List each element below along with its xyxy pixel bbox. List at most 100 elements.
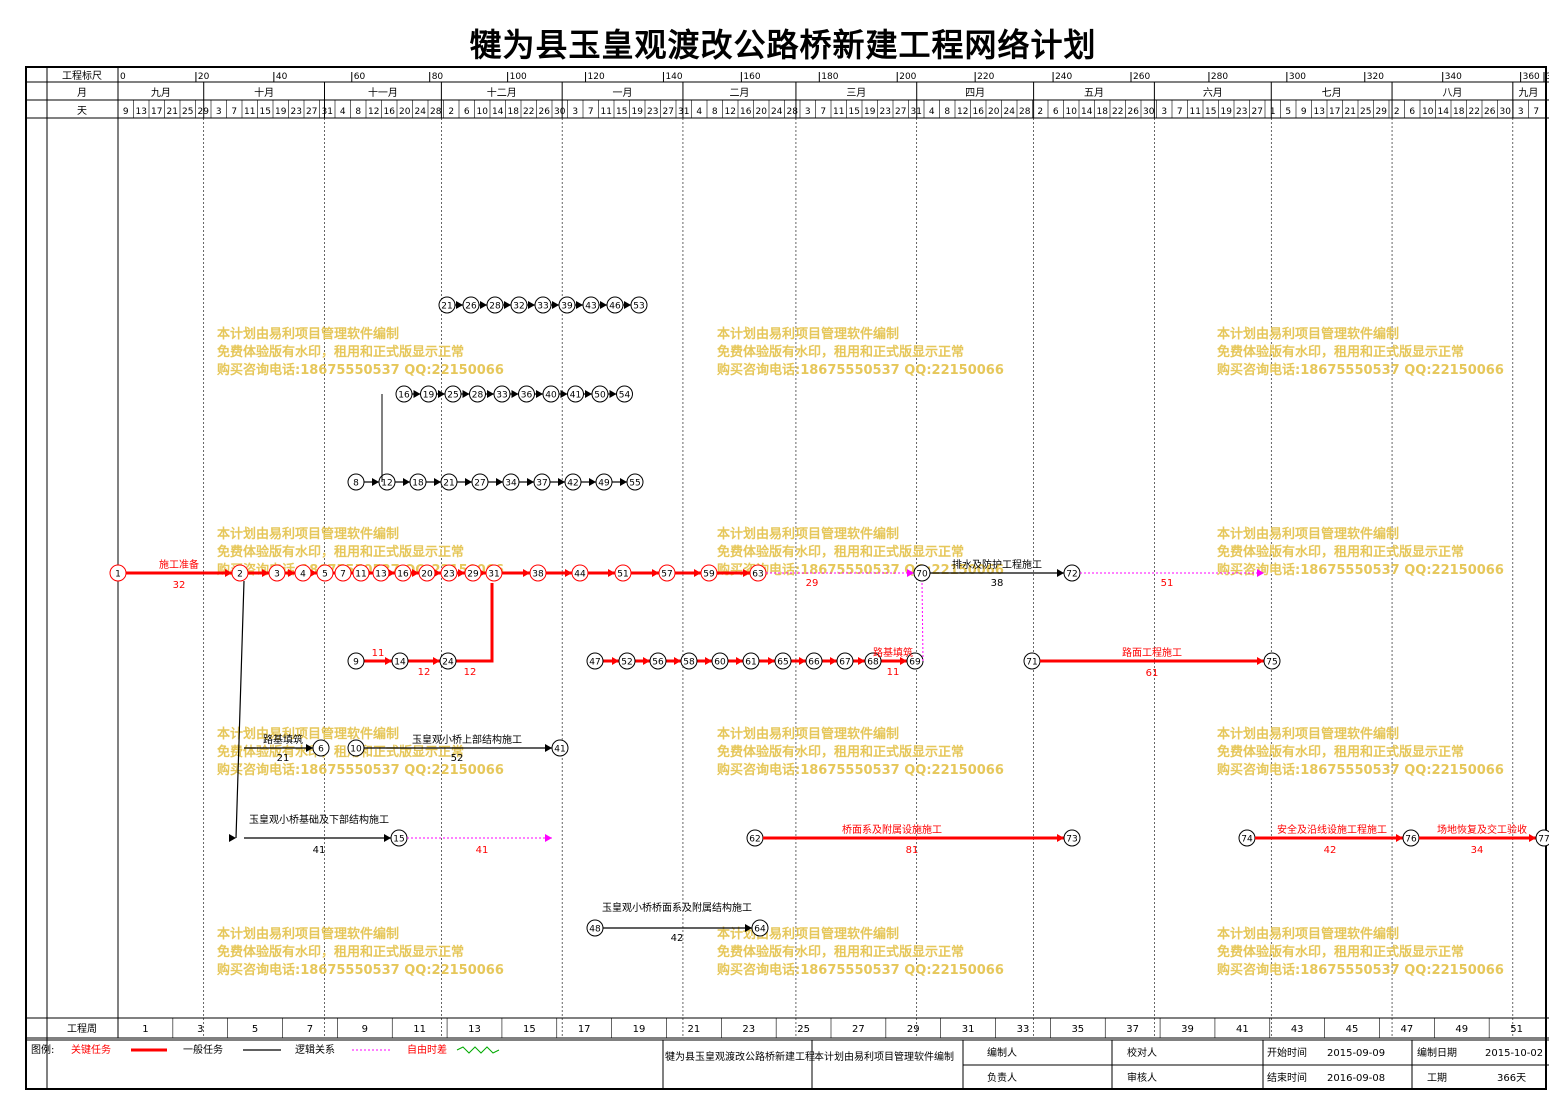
event-node — [395, 385, 413, 403]
footer-layer: 图例:关键任务一般任务逻辑关系自由时差犍为县玉皇观渡改公路桥新建工程本计划由易利… — [27, 1039, 1549, 1090]
event-node-label: 41 — [570, 391, 581, 401]
event-node — [409, 473, 427, 491]
event-node-label: 70 — [916, 570, 928, 580]
week-number: 11 — [413, 1024, 426, 1035]
month-name: 十一月 — [368, 86, 398, 99]
task-label: 玉皇观小桥基础及下部结构施工 — [249, 813, 389, 826]
watermark-line2: 免费体验版有水印，租用和正式版显示正常 — [1217, 944, 1464, 960]
event-node-label: 64 — [754, 925, 766, 935]
watermark-line1: 本计划由易利项目管理软件编制 — [1217, 726, 1399, 742]
arrowhead — [736, 657, 743, 665]
event-node — [626, 473, 644, 491]
event-node — [616, 385, 633, 403]
event-node-label: 37 — [536, 479, 547, 489]
arrowhead — [487, 390, 494, 398]
day-number: 21 — [167, 107, 178, 117]
day-number: 26 — [539, 107, 551, 117]
day-number: 27 — [306, 107, 317, 117]
day-number: 22 — [523, 107, 534, 117]
week-number: 3 — [197, 1024, 203, 1035]
arrowhead — [620, 478, 627, 486]
event-node-label: 23 — [443, 570, 454, 580]
day-number: 16 — [384, 107, 396, 117]
event-node-label: 62 — [749, 835, 760, 845]
event-node — [444, 385, 462, 403]
event-node — [618, 652, 636, 670]
week-number: 41 — [1236, 1024, 1249, 1035]
day-number: 18 — [1097, 107, 1109, 117]
day-number: 25 — [182, 107, 193, 117]
arrowhead — [306, 744, 313, 752]
critical-path-link — [456, 583, 494, 663]
week-number: 5 — [252, 1024, 258, 1035]
month-name: 五月 — [1084, 87, 1104, 99]
week-number: 35 — [1071, 1024, 1084, 1035]
month-name: 二月 — [729, 87, 749, 99]
week-number: 19 — [633, 1024, 646, 1035]
day-number: 27 — [895, 107, 906, 117]
event-node-label: 51 — [617, 570, 628, 580]
day-number: 15 — [260, 107, 271, 117]
task-duration: 81 — [906, 845, 919, 856]
event-node-label: 38 — [532, 570, 544, 580]
watermark-line2: 免费体验版有水印，租用和正式版显示正常 — [717, 944, 964, 960]
arrowhead — [527, 478, 534, 486]
day-number: 22 — [1112, 107, 1123, 117]
arrowhead — [262, 569, 269, 577]
arrowhead — [458, 569, 465, 577]
legend-free-line — [456, 1046, 500, 1054]
task-duration: 42 — [1324, 845, 1337, 856]
arrowhead — [643, 657, 650, 665]
arrowhead — [608, 569, 615, 577]
day-number: 20 — [988, 107, 1000, 117]
watermark-line3: 购买咨询电话:18675550537 QQ:22150066 — [217, 362, 504, 378]
day-number: 6 — [1409, 107, 1415, 117]
week-number: 45 — [1346, 1024, 1359, 1035]
watermark-line2: 免费体验版有水印，租用和正式版显示正常 — [217, 944, 464, 960]
event-node-label: 48 — [589, 925, 601, 935]
scale-tick-label: 300 — [1289, 72, 1306, 82]
week-number: 31 — [962, 1024, 975, 1035]
day-number: 11 — [1190, 107, 1201, 117]
arrowhead — [900, 657, 907, 665]
watermark-line2: 免费体验版有水印，租用和正式版显示正常 — [217, 744, 464, 760]
arrowhead — [480, 301, 487, 309]
event-node-label: 14 — [394, 658, 406, 668]
day-number: 13 — [1314, 107, 1325, 117]
task-duration: 32 — [173, 580, 186, 591]
event-node-label: 67 — [839, 658, 850, 668]
event-node-label: 10 — [350, 745, 362, 755]
week-label: 工程周 — [67, 1023, 97, 1035]
event-node-label: 21 — [441, 302, 452, 312]
day-number: 5 — [1285, 107, 1291, 117]
arrowhead — [830, 657, 837, 665]
week-number: 17 — [578, 1024, 591, 1035]
day-number: 17 — [1329, 107, 1340, 117]
week-number: 25 — [797, 1024, 810, 1035]
day-number: 7 — [1177, 107, 1183, 117]
event-node-label: 33 — [496, 391, 507, 401]
event-node-label: 34 — [505, 479, 517, 489]
month-name: 八月 — [1442, 87, 1462, 99]
event-node — [742, 652, 760, 670]
event-node — [471, 473, 489, 491]
event-node — [462, 296, 480, 314]
arrowhead — [504, 301, 511, 309]
arrowhead — [1257, 569, 1264, 577]
watermark-line1: 本计划由易利项目管理软件编制 — [717, 526, 899, 542]
day-number: 30 — [554, 107, 566, 117]
event-node-label: 59 — [703, 570, 715, 580]
event-node-label: 24 — [442, 658, 454, 668]
day-number: 21 — [1345, 107, 1356, 117]
scale-tick-label: 200 — [899, 72, 916, 82]
event-node-label: 3 — [274, 570, 280, 580]
event-node — [567, 385, 584, 403]
task-label: 场地恢复及交工验收 — [1437, 823, 1527, 836]
event-node — [1063, 829, 1081, 847]
arrowhead — [743, 569, 750, 577]
event-node-label: 19 — [423, 391, 435, 401]
event-node-label: 7 — [340, 570, 346, 580]
event-node — [533, 473, 551, 491]
